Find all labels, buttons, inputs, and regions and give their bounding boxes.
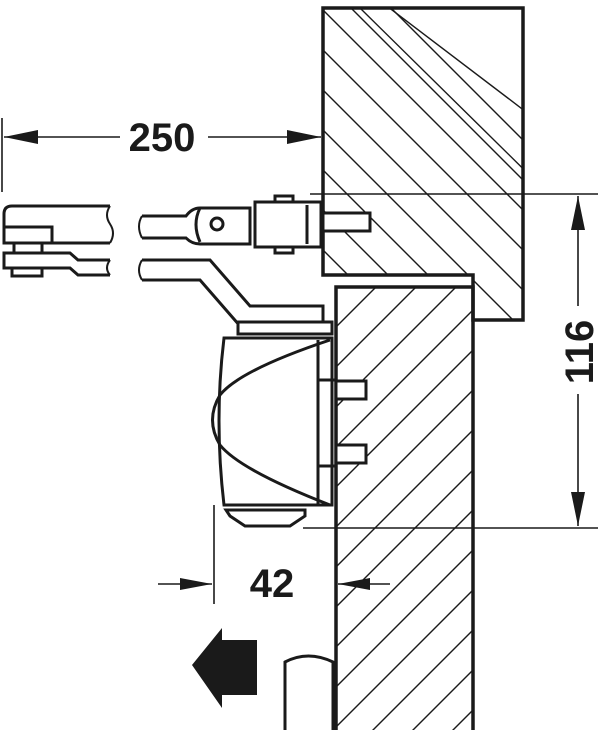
closer-body bbox=[211, 320, 368, 528]
dimension-frame-height: 116 bbox=[303, 193, 602, 529]
arm-assembly bbox=[2, 194, 372, 328]
door-frame bbox=[321, 6, 525, 322]
dimension-label-116: 116 bbox=[558, 320, 602, 385]
dimension-closer-depth: 42 bbox=[158, 505, 390, 606]
dimension-label-250: 250 bbox=[129, 116, 196, 160]
arrow-left-icon bbox=[192, 628, 257, 708]
dimension-label-42: 42 bbox=[250, 562, 295, 606]
dimension-arm-length: 250 bbox=[1, 116, 321, 192]
hinge-pin bbox=[283, 654, 335, 730]
